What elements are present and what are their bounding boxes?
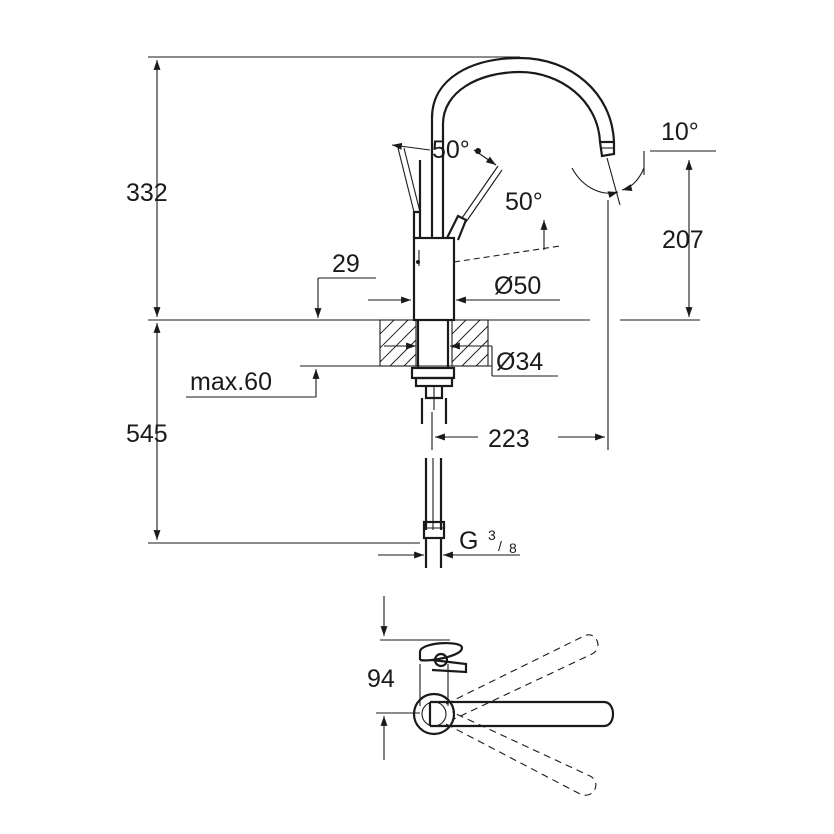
- dim-spout-reach: 223: [435, 425, 605, 453]
- dim-545-label: 545: [126, 420, 168, 448]
- dim-base-diameter: Ø50: [456, 272, 560, 304]
- lever-angle-1-label: 50°: [432, 136, 470, 164]
- dim-207-label: 207: [662, 226, 704, 254]
- shank: [410, 320, 456, 424]
- dim-max-deck-thickness: max.60: [186, 368, 320, 398]
- dim-o50-label: Ø50: [494, 272, 541, 300]
- dim-thread: G 3 / 8: [378, 527, 520, 559]
- lever-angle-2-label: 50°: [505, 188, 543, 216]
- lever: [397, 147, 503, 241]
- lever-angle-annotations: 50° 50°: [391, 136, 548, 250]
- plan-view: 94: [367, 596, 615, 796]
- spout-angle-label: 10°: [661, 118, 699, 146]
- spout-angle-annotation: 10°: [571, 118, 699, 206]
- dim-o34-label: Ø34: [496, 348, 543, 376]
- dim-height-below-deck: 545: [126, 323, 168, 540]
- extension-lines: [148, 56, 716, 544]
- dim-332-label: 332: [126, 179, 168, 207]
- thread-denominator-label: 8: [509, 540, 517, 556]
- thread-numerator-label: 3: [488, 527, 496, 543]
- dim-223-label: 223: [488, 425, 530, 453]
- dim-height-above-deck: 332: [126, 60, 168, 317]
- deck-section: [300, 319, 492, 367]
- dim-94-label: 94: [367, 665, 395, 693]
- supply-hoses: [422, 458, 446, 568]
- faucet-body: [412, 236, 561, 322]
- dim-max60-label: max.60: [190, 368, 272, 396]
- dim-spout-outlet-height: 207: [662, 160, 704, 317]
- dim-hole-diameter: Ø34: [384, 342, 558, 377]
- spout: [430, 56, 616, 238]
- dim-29-label: 29: [332, 250, 360, 278]
- dim-lever-clearance: 29: [314, 250, 411, 318]
- svg-text:/: /: [498, 538, 502, 554]
- thread-main-label: G: [459, 527, 478, 555]
